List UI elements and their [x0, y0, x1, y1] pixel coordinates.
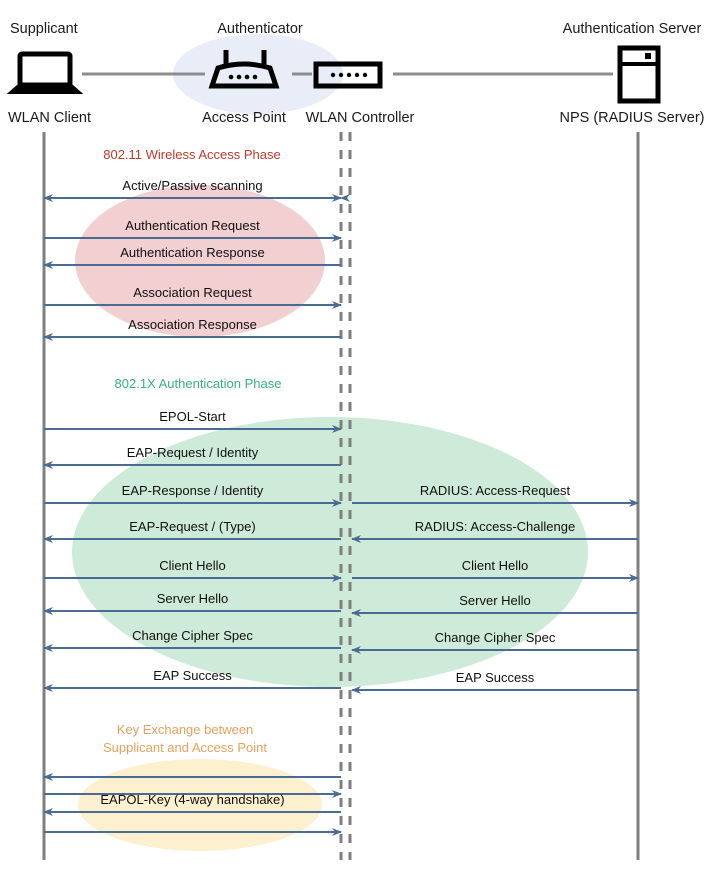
message-left-label: Server Hello: [157, 591, 229, 606]
message-right-label: Client Hello: [462, 558, 528, 573]
access-point-icon: [208, 50, 280, 89]
phase-8021x-ellipse: [72, 417, 588, 687]
phase-label-keyexchange-line2: Supplicant and Access Point: [103, 740, 267, 755]
message-right-label: RADIUS: Access-Request: [420, 483, 571, 498]
phase-keyexchange-ellipse: [78, 759, 322, 851]
phase-80211-ellipse: [75, 185, 325, 337]
message-left-label: EAPOL-Key (4-way handshake): [100, 792, 284, 807]
wlan-controller-icon: [313, 61, 383, 89]
message-left-label: EAP-Request / Identity: [127, 445, 259, 460]
phase-label-keyexchange-line1: Key Exchange between: [117, 722, 254, 737]
message-right-label: RADIUS: Access-Challenge: [415, 519, 575, 534]
node-label-wlan-controller: WLAN Controller: [306, 110, 415, 126]
message-left-label: Active/Passive scanning: [122, 178, 262, 193]
header-title-supplicant: Supplicant: [10, 21, 78, 37]
message-left-label: EAP Success: [153, 668, 232, 683]
message-right-label: Server Hello: [459, 593, 531, 608]
laptop-icon: [6, 51, 84, 94]
message-right-label: Change Cipher Spec: [435, 630, 556, 645]
message-left-label: EAP-Request / (Type): [129, 519, 255, 534]
message-left-label: EAP-Response / Identity: [122, 483, 264, 498]
server-icon: [617, 45, 661, 104]
message-right-label: EAP Success: [456, 670, 535, 685]
message-left-label: Association Request: [133, 285, 252, 300]
message-left-label: Authentication Request: [125, 218, 260, 233]
phase-label-80211: 802.11 Wireless Access Phase: [103, 147, 281, 162]
node-label-nps: NPS (RADIUS Server): [559, 110, 704, 126]
node-label-access-point: Access Point: [202, 110, 286, 126]
message-left-label: Authentication Response: [120, 245, 265, 260]
message-left-label: Client Hello: [159, 558, 225, 573]
header-title-auth-server: Authentication Server: [563, 21, 702, 37]
message-left-label: Change Cipher Spec: [132, 628, 253, 643]
header-title-authenticator: Authenticator: [217, 21, 303, 37]
node-label-wlan-client: WLAN Client: [8, 110, 91, 126]
message-left-label: Association Response: [128, 317, 257, 332]
authenticator-group-ellipse: [173, 34, 343, 114]
message-left-label: EPOL-Start: [159, 409, 226, 424]
phase-label-8021x: 802.1X Authentication Phase: [115, 376, 282, 391]
